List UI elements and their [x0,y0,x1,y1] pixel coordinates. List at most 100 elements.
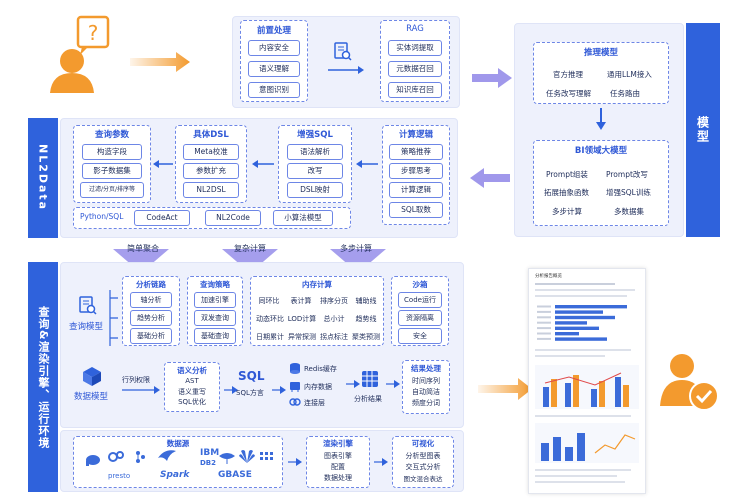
memcalc-item: 总小计 [323,315,345,323]
calc-logic-item: 策略推荐 [389,144,443,160]
report-bar-label [537,316,551,319]
report-line [535,415,631,417]
report-line [535,289,635,291]
memcalc-item: 辅助线 [355,297,377,305]
presto-logo: presto [108,472,131,480]
python-sql-item: 小算法模型 [273,210,333,226]
inference-item: 官方推理 [553,70,583,79]
memcalc-item: 聚类预测 [352,333,380,341]
arrow-right-icon [130,52,190,72]
memcalc-item: 日期累计 [256,333,284,341]
memcalc-item: 排序分页 [320,297,348,305]
arrow-left-icon [356,160,378,168]
sandbox-item: 资源隔离 [398,310,442,326]
strategy-title: 查询策略 [200,280,230,289]
semantic-item: SQL优化 [178,398,206,406]
render-item: 数据处理 [324,474,352,482]
sql-dialect-label: SQL方言 [236,389,264,397]
memcalc-item: 趋势线 [355,315,377,323]
calc-logic-title: 计算逻辑 [398,130,433,140]
semantic-analysis-box: 语义分析 [164,362,220,412]
arrow-right-icon [224,386,238,394]
python-sql-item: NL2Code [205,210,261,226]
report-bar-label [537,305,551,308]
arrow-label: 多步计算 [340,244,372,253]
rag-title: RAG [406,24,424,34]
memcalc-item: 拐点标注 [320,333,348,341]
analysis-item: 趋势分析 [130,310,172,326]
database-icon [289,362,301,374]
python-sql-item: CodeAct [134,210,190,226]
arrow-right-icon [386,380,400,388]
semantic-item: AST [185,377,199,385]
viz-item: 分析型图表 [405,452,441,460]
bird-logo-icon [157,448,177,462]
render-item: 配置 [331,463,345,471]
post-item: 频度分词 [412,399,440,407]
arrow-right-icon [122,386,160,394]
bi-item: 增强SQL训练 [606,188,651,197]
post-item: 自动简洁 [412,388,440,396]
strategy-item: 双发查询 [194,310,236,326]
sandbox-item: Code运行 [398,292,442,308]
post-item: 时间序列 [412,377,440,385]
arrow-left-icon [470,168,510,188]
arrow-right-icon [478,378,532,400]
report-bar-label [537,332,551,335]
kafka-logo-icon [131,450,145,464]
search-doc-icon [78,296,98,316]
engine-label: 查询&渲染引擎、运行环境 [28,262,58,492]
arrow-down-icon [596,108,606,130]
grid-logo-icon [260,452,274,462]
preprocess-item: 意图识别 [248,82,300,98]
render-engine-box: 渲染引擎 [306,436,370,488]
bi-item: 拓展抽象函数 [544,188,589,197]
rag-item: 知识库召回 [388,82,442,98]
cube-icon [82,366,102,386]
huawei-logo-icon [238,448,256,464]
report-column-chart [535,365,639,409]
arrow-label: 复杂计算 [234,244,266,253]
query-params-title: 查询参数 [94,130,129,140]
bi-item: 多步计算 [552,207,582,216]
report-line [535,469,631,471]
db2-logo: DB2 [200,459,217,467]
ibm-logo: IBM [200,448,220,458]
calc-logic-item: 步骤思考 [389,163,443,179]
report-bar-label [537,321,551,324]
sql-label: SQL [238,369,265,383]
datasource-title: 数据源 [166,439,190,448]
arrow-left-icon [252,160,274,168]
arrow-down-icon [113,243,169,273]
report-hbar-chart [537,305,627,341]
memcalc-title: 内存计算 [302,280,332,289]
query-model-label: 查询模型 [69,322,104,332]
data-model-label: 数据模型 [74,392,109,402]
render-title: 渲染引擎 [323,439,353,448]
cache-item: Redis缓存 [304,365,337,373]
visualization-box: 可视化 [392,436,454,488]
bi-title: BI领域大模型 [574,146,628,156]
preprocess-item: 语义理解 [248,61,300,77]
analysis-title: 分析链路 [136,280,166,289]
inference-item: 任务改写理解 [546,89,591,98]
viz-item: 图文混合表达 [403,475,443,483]
enhanced-sql-item: 改写 [287,163,343,179]
analysis-result-label: 分析结果 [354,395,382,403]
semantic-item: 语义重写 [178,388,206,396]
svg-text:?: ? [88,21,99,45]
enhanced-sql-title: 增强SQL [297,130,333,140]
report-bar [555,326,599,330]
report-area-chart [535,423,639,463]
preprocess-title: 前置处理 [256,26,291,36]
analysis-item: 基础分析 [130,328,172,344]
sandbox-title: 沙箱 [412,280,428,289]
report-line [535,481,625,483]
calc-logic-item: SQL取数 [389,202,443,218]
cache-item: 内存数据 [304,383,332,391]
search-doc-icon [333,42,353,62]
report-bar [555,315,615,320]
arrow-right-icon [374,458,388,466]
preprocess-item: 内容安全 [248,40,300,56]
arrow-right-icon [472,68,512,88]
